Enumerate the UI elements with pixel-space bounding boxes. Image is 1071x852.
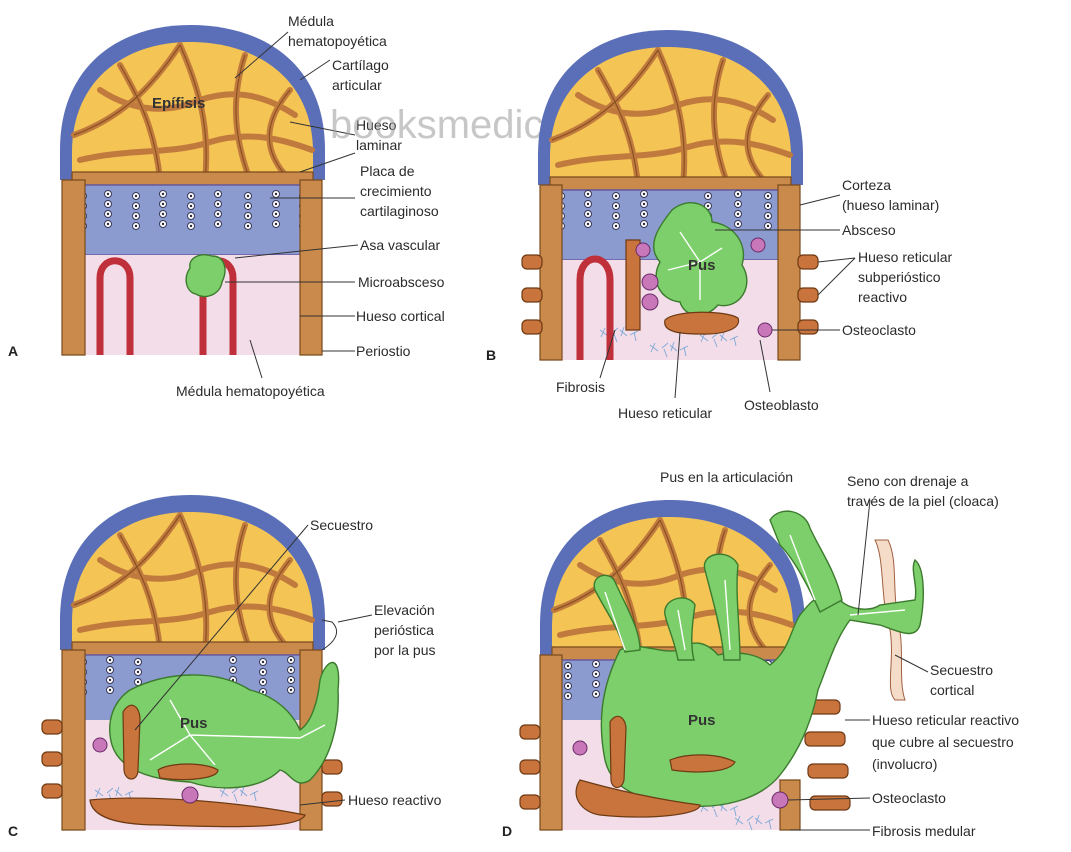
- label-reticular-3: reactivo: [858, 289, 907, 305]
- label-osteoclasto-b: Osteoclasto: [842, 322, 916, 338]
- label-medula-2: hematopoyética: [288, 33, 387, 49]
- cortical-bone-right: [300, 180, 322, 355]
- label-pus-articulacion: Pus en la articulación: [660, 469, 793, 485]
- label-seno-1: Seno con drenaje a: [847, 473, 969, 489]
- pus-label-d: Pus: [688, 712, 716, 729]
- panel-letter-c: C: [8, 823, 18, 839]
- label-placa-2: crecimiento: [360, 183, 432, 199]
- cortical-bone-left: [62, 180, 85, 355]
- sequestrum-c: [123, 705, 140, 779]
- label-seno-2: través de la piel (cloaca): [847, 493, 999, 509]
- panel-b: Pus B Corteza (hueso laminar) Absceso Hu…: [486, 30, 952, 421]
- microabscess: [186, 255, 225, 297]
- label-osteoclasto-d: Osteoclasto: [872, 790, 946, 806]
- label-cartilago-1: Cartílago: [332, 57, 389, 73]
- label-corteza-2: (hueso laminar): [842, 197, 939, 213]
- label-fibrosis-medular: Fibrosis medular: [872, 823, 976, 839]
- label-elevacion-2: perióstica: [374, 622, 434, 638]
- label-involucro-1: Hueso reticular reactivo: [872, 712, 1019, 728]
- label-reticular-1: Hueso reticular: [858, 249, 952, 265]
- panel-d: Pus D Pus en la articulación Seno con dr…: [502, 469, 1019, 839]
- pus-label-c: Pus: [180, 715, 208, 732]
- label-placa-3: cartilaginoso: [360, 203, 439, 219]
- epiphysis-label: Epífisis: [152, 95, 205, 112]
- panel-a: Epífisis A Médula hematopoyética Cartíla…: [8, 13, 445, 399]
- label-cartilago-2: articular: [332, 77, 382, 93]
- label-elevacion-1: Elevación: [374, 602, 435, 618]
- panel-c: Pus C Secuestro Elevación perióstica por…: [8, 495, 442, 839]
- label-involucro-3: (involucro): [872, 756, 937, 772]
- sequestrum-d: [610, 716, 626, 787]
- label-medula-1: Médula: [288, 13, 334, 29]
- label-secuestro-2: cortical: [930, 682, 974, 698]
- pus-label-b: Pus: [688, 257, 716, 274]
- woven-bone-b: [665, 312, 739, 334]
- label-secuestro-c: Secuestro: [310, 517, 373, 533]
- label-elevacion-3: por la pus: [374, 642, 435, 658]
- label-hueso-cortical: Hueso cortical: [356, 308, 445, 324]
- label-secuestro-1: Secuestro: [930, 662, 993, 678]
- label-microabsceso: Microabsceso: [358, 274, 445, 290]
- label-absceso: Absceso: [842, 222, 896, 238]
- label-hueso-reticular-b: Hueso reticular: [618, 405, 712, 421]
- label-corteza-1: Corteza: [842, 177, 891, 193]
- label-fibrosis-b: Fibrosis: [556, 379, 605, 395]
- panel-letter-b: B: [486, 347, 496, 363]
- label-involucro-2: que cubre al secuestro: [872, 734, 1014, 750]
- label-asa-vascular: Asa vascular: [360, 237, 440, 253]
- panel-letter-a: A: [8, 343, 18, 359]
- label-placa-1: Placa de: [360, 163, 415, 179]
- label-medula-bottom: Médula hematopoyética: [176, 383, 325, 399]
- label-reticular-2: subperióstico: [858, 269, 941, 285]
- label-osteoblasto: Osteoblasto: [744, 397, 819, 413]
- panel-letter-d: D: [502, 823, 512, 839]
- label-hueso-reactivo: Hueso reactivo: [348, 792, 442, 808]
- label-periostio: Periostio: [356, 343, 411, 359]
